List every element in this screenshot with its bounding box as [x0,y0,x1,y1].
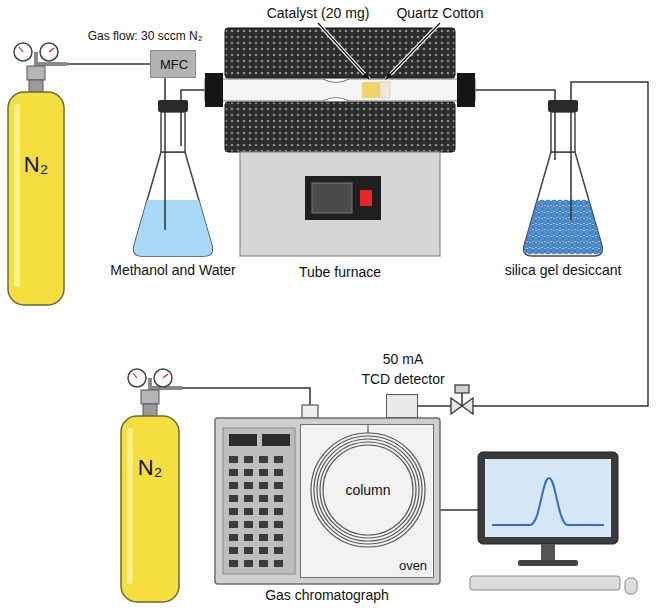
mass-flow-controller: MFC [150,50,196,78]
inlet-port [302,405,318,418]
flow-annotation: Gas flow: 30 sccm N₂ [88,30,203,44]
gas-line [181,90,205,100]
gas-line [182,388,310,418]
gas-cylinder: N₂ [5,30,67,307]
desiccant-flask: silica gel desiccant [520,100,606,258]
saturator-flask-shape [130,100,216,258]
desiccant-flask-shape [520,100,606,258]
node-label: column [345,482,390,498]
oven-chamber: oven column [300,424,434,578]
tube-furnace-shape [205,28,475,258]
part-label: Catalyst (20 mg) [267,5,370,21]
gas-line [67,63,150,65]
node-label: Gas chromatograph [265,587,389,603]
node-label: oven [399,559,427,574]
gas-line [475,90,555,100]
column-coil: column [309,431,427,549]
tcd-detector: 50 mATCD detector [386,394,418,418]
node-label: Tube furnace [299,264,381,280]
node-label: silica gel desiccant [505,262,622,278]
node-label: TCD detector [361,371,444,387]
saturator-flask: Methanol and Water [130,100,216,258]
node-label: MFC [160,58,188,73]
node-label: N₂ [138,455,162,480]
node-label: Methanol and Water [110,262,236,278]
tube-furnace: Tube furnace [205,28,475,258]
node-label: N₂ [24,152,48,177]
gas-cylinder: N₂ [118,368,182,604]
node-label: 50 mA [383,351,423,367]
part-label: Quartz Cotton [396,5,483,21]
valve-symbol [451,385,473,414]
gas-cylinder-shape [118,368,182,604]
gas-line [164,78,166,100]
gas-chromatograph: Gas chromatographovencolumn [215,418,440,584]
computer-symbol [470,452,637,594]
data-cable [440,509,478,511]
